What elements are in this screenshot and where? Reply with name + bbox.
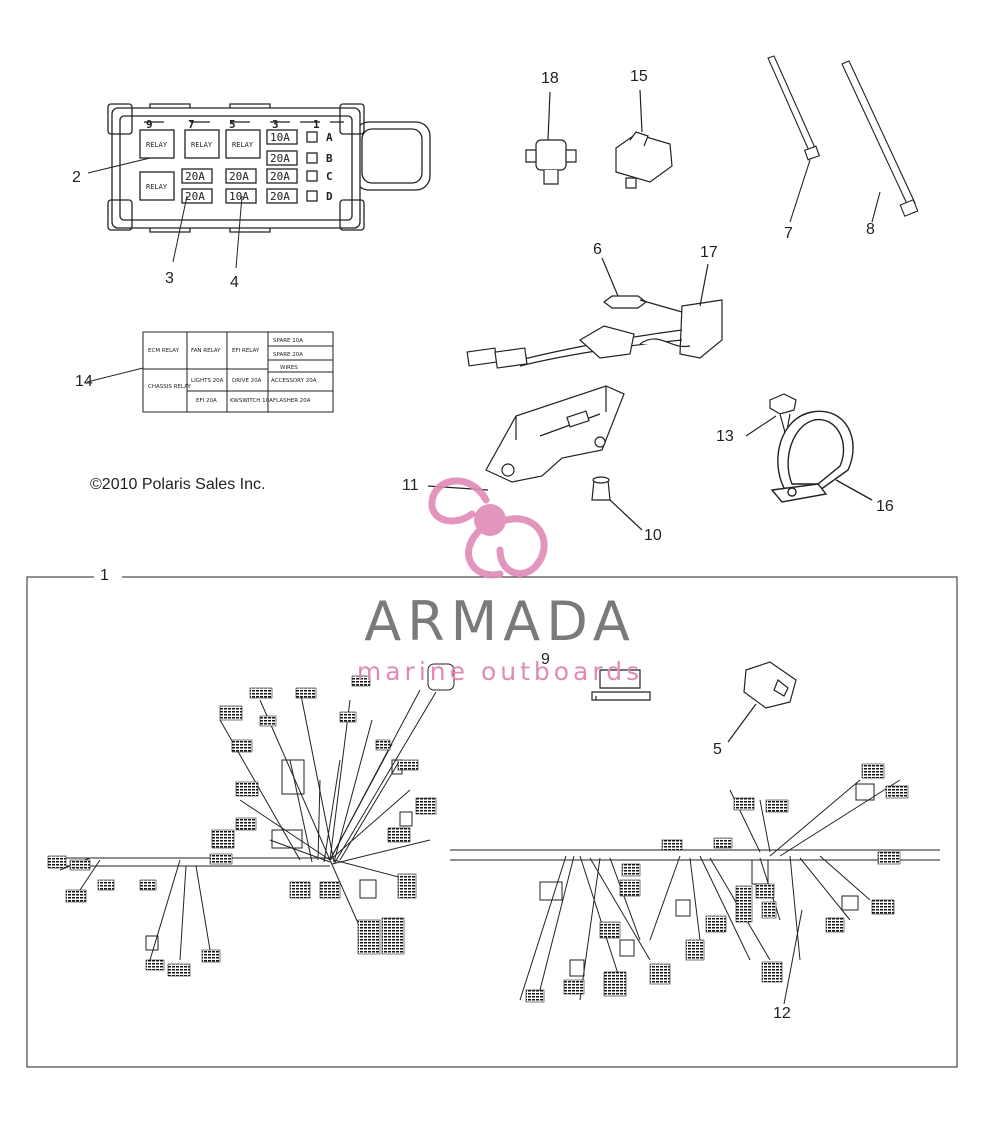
armada-logo [428, 477, 548, 579]
harness-right [450, 779, 940, 1001]
relay-label: RELAY [146, 183, 168, 191]
watermark-tagline: marine outboards [356, 657, 644, 686]
connector-15 [615, 89, 673, 189]
label-cell: ECM RELAY [148, 348, 180, 354]
bolt-13 [745, 393, 797, 437]
fuse-row-d: D [326, 190, 333, 203]
callout-11: 11 [402, 477, 419, 494]
label-cell: KWSWITCH 10A [230, 398, 273, 404]
relay-label: RELAY [146, 141, 168, 149]
label-cell: CHASSIS RELAY [148, 384, 191, 390]
callout-10: 10 [644, 527, 662, 544]
callout-8: 8 [866, 221, 875, 238]
fuse-label-decal [86, 331, 334, 413]
fuse-rating: 20A [270, 152, 290, 165]
fuse-rating: 10A [270, 131, 290, 144]
harness-left-tags [47, 675, 437, 977]
harness-left [59, 663, 455, 961]
callout-6: 6 [593, 241, 602, 258]
callout-17: 17 [700, 244, 718, 261]
fuse-row-b: B [326, 152, 333, 165]
fuse-rating: 20A [270, 170, 290, 183]
sub-harness [466, 257, 723, 369]
callout-5: 5 [713, 741, 722, 758]
leader-lines-top-left [87, 157, 243, 269]
callout-14: 14 [75, 373, 93, 390]
fuse-rating: 20A [185, 190, 205, 203]
label-cell: DRIVE 20A [232, 378, 262, 384]
label-cell: WIRES [280, 365, 298, 371]
label-cell: SPARE 20A [273, 352, 303, 358]
label-cell: LIGHTS 20A [191, 378, 224, 384]
label-cell: EFI 20A [196, 398, 217, 404]
bracket-11 [427, 385, 625, 491]
fuse-rating: 20A [229, 170, 249, 183]
fuse-position-1: 1 [313, 118, 320, 131]
callout-1: 1 [100, 567, 109, 584]
callout-12: 12 [773, 1005, 791, 1022]
connector-5 [727, 661, 797, 743]
relay-label: RELAY [191, 141, 213, 149]
label-cell: FAN RELAY [191, 348, 221, 354]
label-cell: FLASHER 20A [273, 398, 311, 404]
leader-lines-harness [783, 909, 803, 1005]
fuse-row-a: A [326, 131, 333, 144]
clip-10 [591, 476, 643, 531]
cable-tie-7 [767, 55, 821, 223]
copyright-notice: ©2010 Polaris Sales Inc. [90, 476, 266, 493]
callout-2: 2 [72, 169, 81, 186]
callout-9: 9 [541, 651, 550, 668]
fuse-position-7: 7 [188, 118, 195, 131]
callout-16: 16 [876, 498, 894, 515]
harness-right-tags [525, 763, 909, 1003]
callout-4: 4 [230, 274, 239, 291]
fuse-position-5: 5 [229, 118, 236, 131]
clamp-16 [770, 410, 873, 503]
callout-13: 13 [716, 428, 734, 445]
watermark-brand: ARMADA [364, 590, 636, 653]
label-cell: SPARE 10A [273, 338, 303, 344]
label-cell: EFI RELAY [232, 348, 260, 354]
label-cell: ACCESSORY 20A [271, 378, 317, 384]
callout-15: 15 [630, 68, 648, 85]
relay-9 [591, 669, 651, 701]
callout-18: 18 [541, 70, 559, 87]
callout-3: 3 [165, 270, 174, 287]
fuse-rating: 10A [229, 190, 249, 203]
cable-tie-8 [841, 60, 919, 223]
fuse-row-c: C [326, 170, 333, 183]
harness-frame [26, 576, 958, 1068]
fuse-label-text: ECM RELAY FAN RELAY EFI RELAY SPARE 10A … [148, 338, 317, 404]
fuse-box-text: 9 7 5 3 1 A B C D RELAY RELAY RELAY RELA… [146, 118, 333, 203]
fuse-rating: 20A [185, 170, 205, 183]
fuse-position-9: 9 [146, 118, 153, 131]
relay-label: RELAY [232, 141, 254, 149]
connector-18 [525, 91, 577, 185]
fuse-box [107, 103, 431, 233]
fuse-position-3: 3 [272, 118, 279, 131]
fuse-rating: 20A [270, 190, 290, 203]
callout-7: 7 [784, 225, 793, 242]
